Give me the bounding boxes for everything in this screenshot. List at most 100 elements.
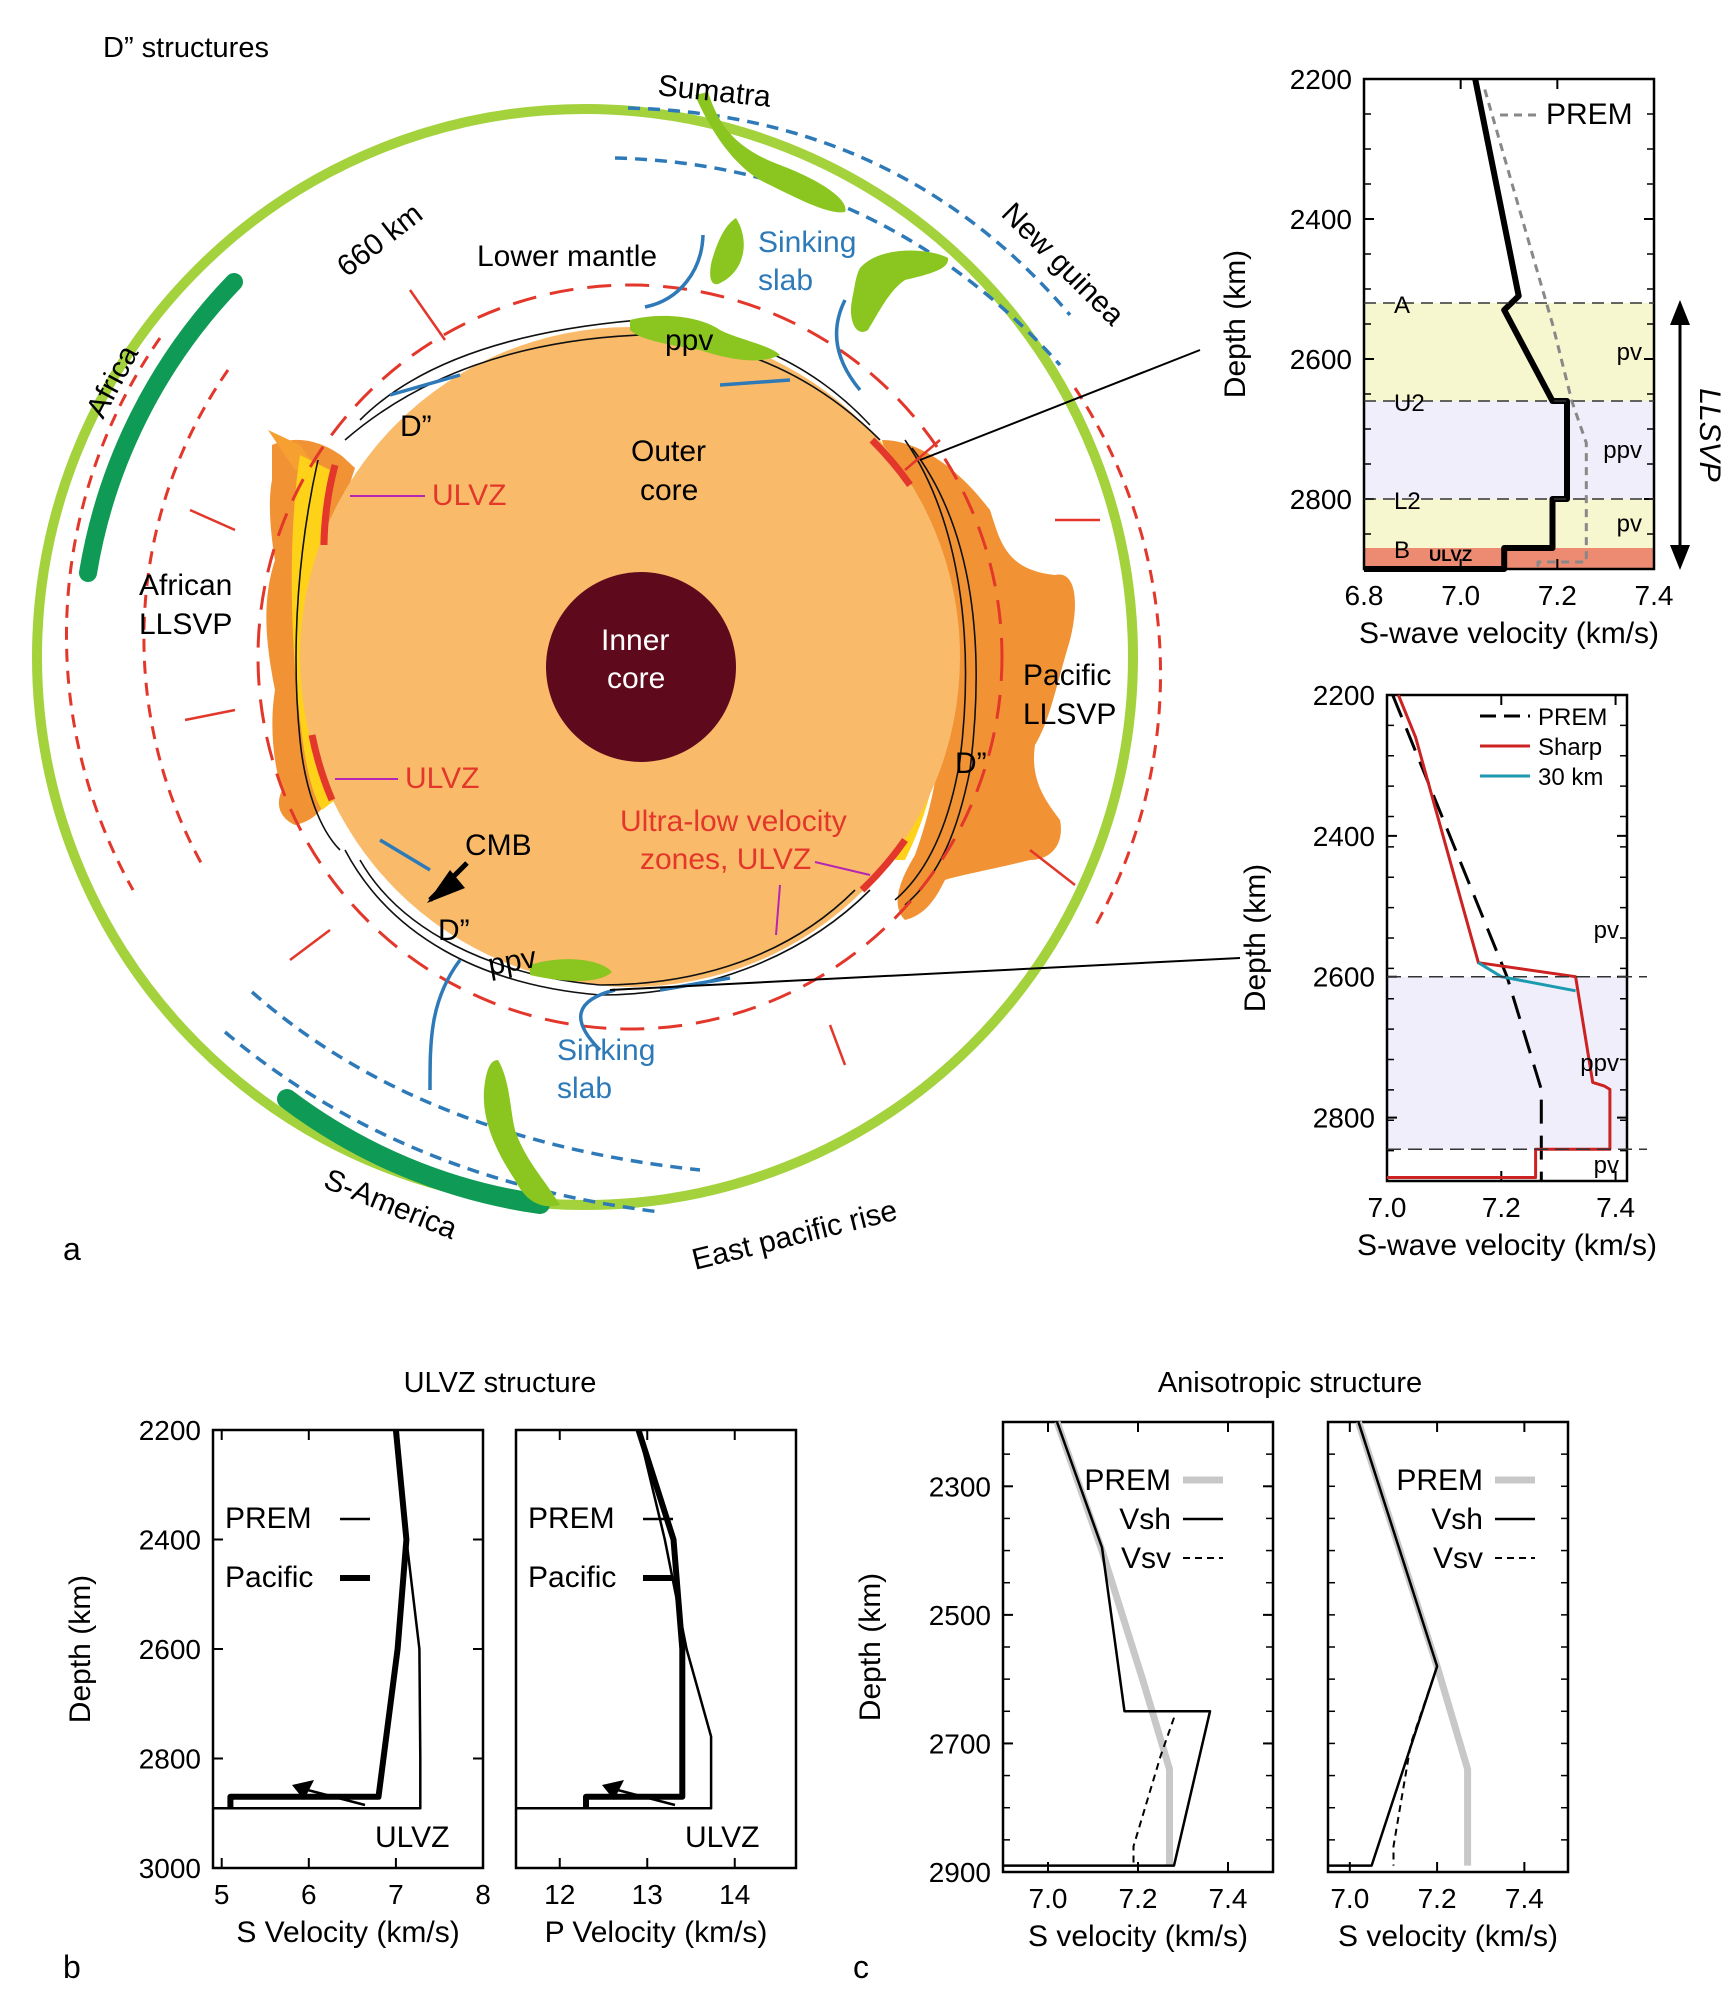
llsvp-side-label: LLSVP xyxy=(1693,388,1726,481)
x-tick-label: 6.8 xyxy=(1345,580,1384,611)
legend-label-prem: PREM xyxy=(1084,1464,1171,1497)
band-label-pv: pv xyxy=(1617,339,1642,366)
x-axis-title: P Velocity (km/s) xyxy=(545,1916,768,1949)
y-tick-label: 2400 xyxy=(1290,204,1352,235)
label-pacific-llsvp-2: LLSVP xyxy=(1023,698,1116,731)
y-axis-title: Depth (km) xyxy=(64,1575,97,1723)
y-tick-label: 2400 xyxy=(1313,821,1375,852)
legend-label-30-km: 30 km xyxy=(1538,764,1603,791)
chart-title: Anisotropic structure xyxy=(1158,1367,1422,1399)
ulvz-annotation-arrowhead xyxy=(292,1780,314,1800)
legend-label-prem: PREM xyxy=(1538,704,1607,731)
series-line-prem xyxy=(1391,694,1543,1181)
panel-label-c: c xyxy=(853,1949,869,1985)
x-tick-label: 5 xyxy=(214,1879,230,1910)
chart-title: ULVZ structure xyxy=(404,1367,597,1399)
x-tick-label: 7.2 xyxy=(1482,1192,1521,1223)
x-tick-label: 7.0 xyxy=(1029,1883,1068,1914)
ulvz-layers xyxy=(308,437,913,893)
leader-line-bottom xyxy=(609,957,1241,991)
x-tick-label: 7.0 xyxy=(1330,1883,1369,1914)
x-axis-title: S velocity (km/s) xyxy=(1028,1920,1248,1953)
series-line-prem xyxy=(1483,89,1588,569)
x-tick-label: 7.4 xyxy=(1596,1192,1635,1223)
legend-pacific-label: Pacific xyxy=(528,1561,616,1594)
plot-frame xyxy=(211,1428,485,1870)
y-tick-label: 2800 xyxy=(139,1744,201,1775)
label-ulvz-upper: ULVZ xyxy=(432,479,506,512)
y-tick-label: 2600 xyxy=(1290,344,1352,375)
x-tick-label: 8 xyxy=(475,1879,491,1910)
mantle-flow-arrows xyxy=(379,234,862,1091)
band-label-ppv: ppv xyxy=(1580,1050,1619,1077)
x-tick-label: 7.0 xyxy=(1441,580,1480,611)
layer-label-l2: L2 xyxy=(1394,488,1421,515)
series-line-vsh xyxy=(1328,1421,1439,1867)
legend-label-vsh: Vsh xyxy=(1431,1503,1483,1536)
label-sinking-slab-top-2: slab xyxy=(758,264,813,297)
ulvz-annotation-label: ULVZ xyxy=(375,1821,449,1854)
label-east-pacific-rise: East pacific rise xyxy=(689,1194,901,1277)
x-tick-label: 13 xyxy=(632,1879,663,1910)
series-line-vsv xyxy=(1392,1665,1439,1866)
section-title: D” structures xyxy=(103,32,269,64)
y-tick-label: 3000 xyxy=(139,1853,201,1884)
plume-arrows xyxy=(184,289,1100,1066)
y-tick-label: 2200 xyxy=(1290,64,1352,95)
label-outer-core-2: core xyxy=(640,474,698,507)
panel-label-b: b xyxy=(63,1949,81,1985)
y-tick-label: 2200 xyxy=(139,1415,201,1446)
label-d2-top: D” xyxy=(400,410,432,443)
cmb-arrowhead xyxy=(427,870,465,903)
band-label-ppv: ppv xyxy=(1603,437,1642,464)
label-sinking-slab-bottom-1: Sinking xyxy=(557,1034,655,1067)
series-line-pacific xyxy=(583,1429,686,1809)
plot-frame xyxy=(514,1428,798,1870)
legend-prem-label: PREM xyxy=(1546,98,1633,131)
legend-label-vsh: Vsh xyxy=(1119,1503,1171,1536)
ulvz-annotation-arrowhead xyxy=(602,1780,624,1800)
series-line-vsh xyxy=(1003,1421,1212,1867)
y-tick-label: 2600 xyxy=(139,1634,201,1665)
label-african-llsvp-1: African xyxy=(139,569,232,602)
x-tick-label: 12 xyxy=(544,1879,575,1910)
x-tick-label: 7.0 xyxy=(1368,1192,1407,1223)
legend-prem-label: PREM xyxy=(528,1502,615,1535)
label-ppv-bottom: ppv xyxy=(485,941,538,982)
llsvp-arrow-bottom xyxy=(1670,545,1690,570)
y-axis-title: Depth (km) xyxy=(1239,864,1272,1012)
y-tick-label: 2600 xyxy=(1313,962,1375,993)
legend-pacific-label: Pacific xyxy=(225,1561,313,1594)
band-label-pv: pv xyxy=(1594,917,1619,944)
y-tick-label: 2900 xyxy=(929,1857,991,1888)
y-tick-label: 2800 xyxy=(1290,484,1352,515)
inner-core xyxy=(546,572,736,762)
label-sinking-slab-bottom-2: slab xyxy=(557,1072,612,1105)
x-axis-title: S velocity (km/s) xyxy=(1338,1920,1558,1953)
label-ulvz-long-1: Ultra-low velocity xyxy=(620,805,847,838)
chart-anisotropic-structure: Anisotropic structure23002500270029007.0… xyxy=(854,1367,1570,1953)
x-axis-title: S-wave velocity (km/s) xyxy=(1357,1229,1657,1262)
y-tick-label: 2800 xyxy=(1313,1103,1375,1134)
x-tick-label: 7 xyxy=(388,1879,404,1910)
series-line-pacific xyxy=(227,1429,410,1809)
y-tick-label: 2400 xyxy=(139,1525,201,1556)
leader-line-top xyxy=(919,349,1201,461)
ppv-lens-bottom xyxy=(530,959,612,981)
label-sumatra: Sumatra xyxy=(656,69,773,114)
legend-label-vsv: Vsv xyxy=(1121,1542,1171,1575)
band-ppv xyxy=(1387,976,1627,1150)
legend-prem-label: PREM xyxy=(225,1502,312,1535)
legend-label-sharp: Sharp xyxy=(1538,734,1602,761)
ulvz-long-pointer-2 xyxy=(775,884,781,936)
label-outer-core-1: Outer xyxy=(631,435,706,468)
series-line-sharp xyxy=(1387,694,1612,1179)
x-tick-label: 7.4 xyxy=(1505,1883,1544,1914)
earth-surface-ring xyxy=(32,104,1138,1210)
ulvz-long-pointer-1 xyxy=(814,861,871,876)
